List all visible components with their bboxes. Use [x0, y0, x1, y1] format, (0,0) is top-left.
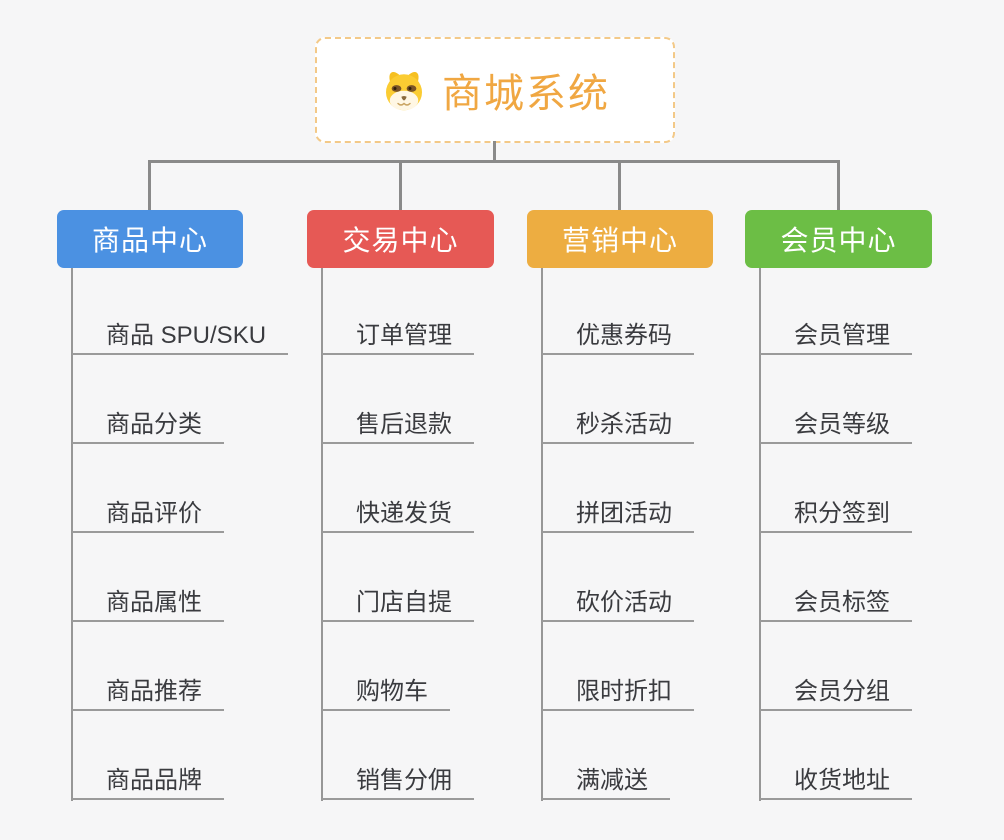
- branch-node-trade-center[interactable]: 交易中心: [307, 210, 494, 268]
- branch-trunk-line: [541, 268, 543, 801]
- connector-root-vertical: [493, 141, 496, 162]
- leaf-item[interactable]: 商品 SPU/SKU: [72, 321, 289, 355]
- branch-trunk-line: [321, 268, 323, 801]
- root-node[interactable]: 商城系统: [315, 37, 675, 143]
- leaf-item[interactable]: 门店自提: [322, 588, 474, 622]
- leaf-item[interactable]: 商品推荐: [72, 677, 224, 711]
- connector-drop-line: [148, 160, 151, 210]
- leaf-item[interactable]: 会员标签: [760, 588, 912, 622]
- leaf-item[interactable]: 会员管理: [760, 321, 912, 355]
- leaf-item[interactable]: 收货地址: [760, 766, 912, 800]
- connector-horizontal-spine: [148, 160, 840, 163]
- dog-face-icon: [386, 71, 422, 111]
- leaf-item[interactable]: 满减送: [542, 766, 670, 800]
- leaf-item[interactable]: 会员等级: [760, 410, 912, 444]
- root-title: 商城系统: [442, 72, 610, 116]
- leaf-item[interactable]: 订单管理: [322, 321, 474, 355]
- leaf-item[interactable]: 秒杀活动: [542, 410, 694, 444]
- branch-node-member-center[interactable]: 会员中心: [745, 210, 932, 268]
- branch-trunk-line: [759, 268, 761, 801]
- leaf-item[interactable]: 拼团活动: [542, 499, 694, 533]
- leaf-item[interactable]: 商品属性: [72, 588, 224, 622]
- branch-node-marketing-center[interactable]: 营销中心: [527, 210, 713, 268]
- leaf-item[interactable]: 快递发货: [322, 499, 474, 533]
- leaf-item[interactable]: 购物车: [322, 677, 450, 711]
- leaf-item[interactable]: 会员分组: [760, 677, 912, 711]
- connector-drop-line: [618, 160, 621, 210]
- leaf-item[interactable]: 限时折扣: [542, 677, 694, 711]
- branch-node-product-center[interactable]: 商品中心: [57, 210, 243, 268]
- leaf-item[interactable]: 销售分佣: [322, 766, 474, 800]
- leaf-item[interactable]: 优惠券码: [542, 321, 694, 355]
- leaf-item[interactable]: 售后退款: [322, 410, 474, 444]
- connector-drop-line: [837, 160, 840, 210]
- leaf-item[interactable]: 商品品牌: [72, 766, 224, 800]
- leaf-item[interactable]: 积分签到: [760, 499, 912, 533]
- connector-drop-line: [399, 160, 402, 210]
- leaf-item[interactable]: 商品评价: [72, 499, 224, 533]
- leaf-item[interactable]: 商品分类: [72, 410, 224, 444]
- branch-trunk-line: [71, 268, 73, 801]
- leaf-item[interactable]: 砍价活动: [542, 588, 694, 622]
